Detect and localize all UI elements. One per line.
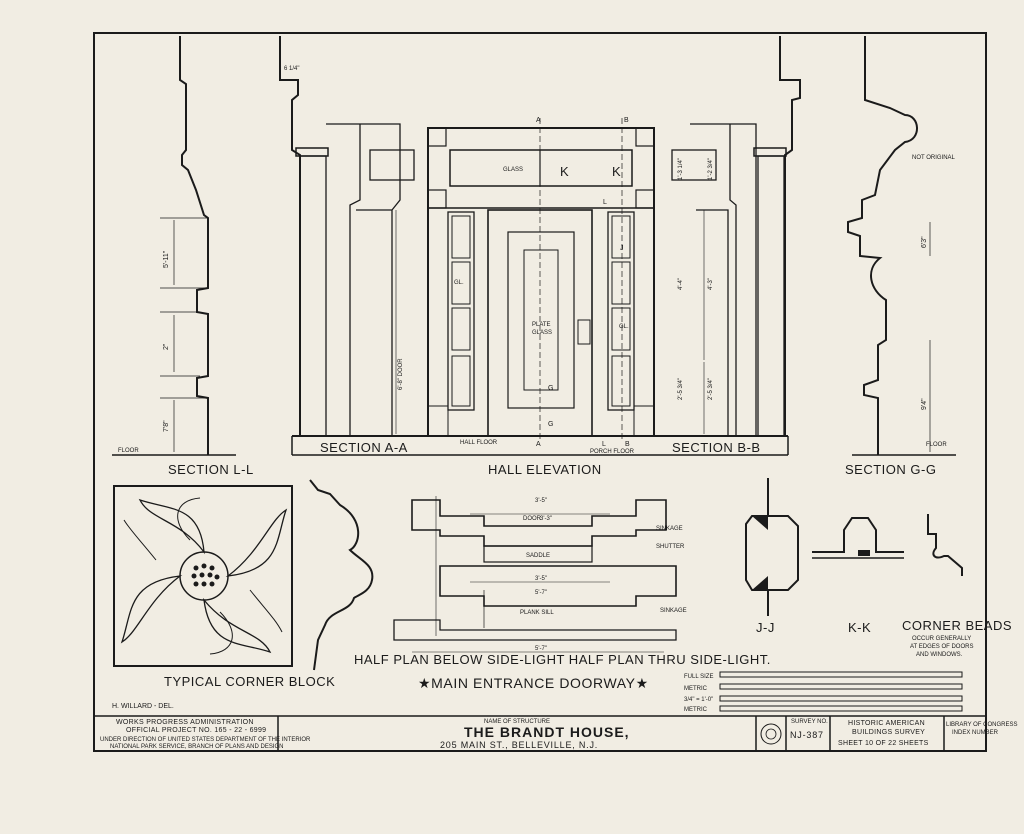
dim-plan-13: 5'-7" — [535, 590, 547, 596]
section-gg-drawing — [847, 36, 956, 456]
saddle-label: SADDLE — [526, 553, 550, 559]
kk-hatch — [858, 550, 870, 556]
corner-bead-profile — [927, 514, 963, 576]
cut-a-bot: A — [536, 441, 541, 448]
sinkage-1: SINKAGE — [656, 526, 683, 532]
door-plan-label: DOOR — [523, 516, 542, 522]
cut-j: J — [620, 245, 624, 252]
cut-k-2: K — [612, 164, 621, 179]
title-block — [94, 715, 986, 751]
corner-block-drawing — [113, 485, 293, 667]
corner-block-title: TYPICAL CORNER BLOCK — [164, 674, 335, 689]
gl-left: GL. — [454, 280, 464, 286]
shutter-label: SHUTTER — [656, 544, 685, 550]
corner-block-profile — [309, 479, 374, 671]
cut-b-bot: B — [625, 441, 630, 448]
section-jj-title: J-J — [756, 620, 775, 635]
library-line-2: INDEX NUMBER — [952, 730, 999, 736]
half-plans-drawing — [393, 496, 677, 653]
dim-elev-15: 6 1/4" — [284, 66, 299, 72]
dim-ll-1: 5'-11" — [163, 250, 170, 268]
dim-gg-5: 9'4" — [921, 398, 928, 410]
scale-three-quarter: 3/4" = 1'-0" — [684, 697, 713, 703]
dim-gg-4: 6'3" — [921, 236, 928, 248]
agency-line-2: OFFICIAL PROJECT NO. 165 - 22 - 6999 — [126, 727, 266, 734]
hall-elevation-drawing — [279, 36, 801, 456]
jj-hatch-1 — [752, 516, 768, 530]
cut-g-bot: G — [548, 421, 553, 428]
hall-elevation-title: HALL ELEVATION — [488, 462, 602, 477]
jj-hatch-2 — [752, 576, 768, 590]
floor-left-label: FLOOR — [118, 448, 139, 454]
dim-ll-2: 2" — [163, 343, 170, 350]
section-ll-title: SECTION L-L — [168, 462, 254, 477]
section-kk-title: K-K — [848, 620, 871, 635]
sheet-number: SHEET 10 OF 22 SHEETS — [838, 740, 929, 747]
section-ll-drawing — [112, 36, 236, 456]
structure-name: THE BRANDT HOUSE, — [464, 724, 630, 740]
dim-elev-8: 2'-5 3/4" — [678, 378, 684, 400]
agency-line-3: UNDER DIRECTION OF UNITED STATES DEPARTM… — [100, 737, 311, 743]
dim-elev-9: 2'-5 3/4" — [708, 378, 714, 400]
habs-line-1: HISTORIC AMERICAN — [848, 720, 925, 727]
dim-elev-17: 1'-2 3/4" — [708, 158, 714, 180]
main-title: ★MAIN ENTRANCE DOORWAY★ — [418, 675, 649, 691]
graphic-scales — [719, 671, 963, 712]
plate-glass-2: GLASS — [532, 330, 552, 336]
corner-beads-note-2: AT EDGES OF DOORS — [910, 644, 973, 650]
structure-name-label: NAME OF STRUCTURE — [484, 719, 550, 725]
corner-block-dots — [191, 563, 220, 587]
plate-glass-1: PLATE — [532, 322, 551, 328]
corner-beads-note-3: AND WINDOWS. — [916, 652, 963, 658]
cut-l-top: L — [603, 199, 607, 206]
agency-line-1: WORKS PROGRESS ADMINISTRATION — [116, 719, 254, 726]
section-jj-drawing — [745, 478, 799, 616]
sheet-border — [93, 32, 987, 752]
habs-line-2: BUILDINGS SURVEY — [852, 729, 925, 736]
dim-plan-14: 5'-7" — [535, 646, 547, 652]
dim-plan-11: 3'-3" — [540, 516, 552, 522]
section-aa-title: SECTION A-A — [320, 440, 408, 455]
dim-ll-3: 7'8" — [163, 420, 170, 432]
cut-g-top: G — [548, 385, 553, 392]
plan-caption: HALF PLAN BELOW SIDE-LIGHT HALF PLAN THR… — [354, 652, 771, 667]
library-line-1: LIBRARY OF CONGRESS — [946, 722, 1017, 728]
survey-no-label: SURVEY NO. — [791, 719, 828, 725]
scale-full-size: FULL SIZE — [684, 674, 713, 680]
door-dim: 6'-8" DOOR — [398, 358, 404, 390]
structure-address: 205 MAIN ST., BELLEVILLE, N.J. — [440, 740, 598, 750]
hall-floor-label: HALL FLOOR — [460, 440, 498, 446]
scale-metric-2: METRIC — [684, 707, 708, 713]
agency-line-4: NATIONAL PARK SERVICE, BRANCH OF PLANS A… — [110, 744, 283, 750]
section-gg-title: SECTION G-G — [845, 462, 936, 477]
corner-beads-note-1: OCCUR GENERALLY — [912, 636, 971, 642]
cut-k-1: K — [560, 164, 569, 179]
porch-floor-label: PORCH FLOOR — [590, 449, 635, 455]
not-original-label: NOT ORIGINAL — [912, 155, 956, 161]
dim-elev-16: 1'-3 1/4" — [678, 158, 684, 180]
dim-plan-12: 3'-5" — [535, 576, 547, 582]
section-kk-drawing — [812, 517, 904, 559]
gl-right: GL. — [619, 324, 629, 330]
plank-sill-label: PLANK SILL — [520, 610, 554, 616]
dim-elev-6: 4'-4" — [678, 278, 684, 290]
dim-plan-10: 3'-5" — [535, 498, 547, 504]
survey-no: NJ-387 — [790, 730, 824, 740]
dim-elev-7: 4'-3" — [708, 278, 714, 290]
floor-right-label: FLOOR — [926, 442, 947, 448]
cut-a-top: A — [536, 117, 541, 124]
scale-metric-1: METRIC — [684, 686, 708, 692]
section-bb-title: SECTION B-B — [672, 440, 761, 455]
sinkage-2: SINKAGE — [660, 608, 687, 614]
corner-beads-title: CORNER BEADS — [902, 618, 1012, 633]
delineator-credit: H. WILLARD - DEL. — [112, 703, 174, 710]
cut-b-top: B — [624, 117, 629, 124]
cut-l-bot: L — [602, 441, 606, 448]
glass-label: GLASS — [503, 167, 523, 173]
